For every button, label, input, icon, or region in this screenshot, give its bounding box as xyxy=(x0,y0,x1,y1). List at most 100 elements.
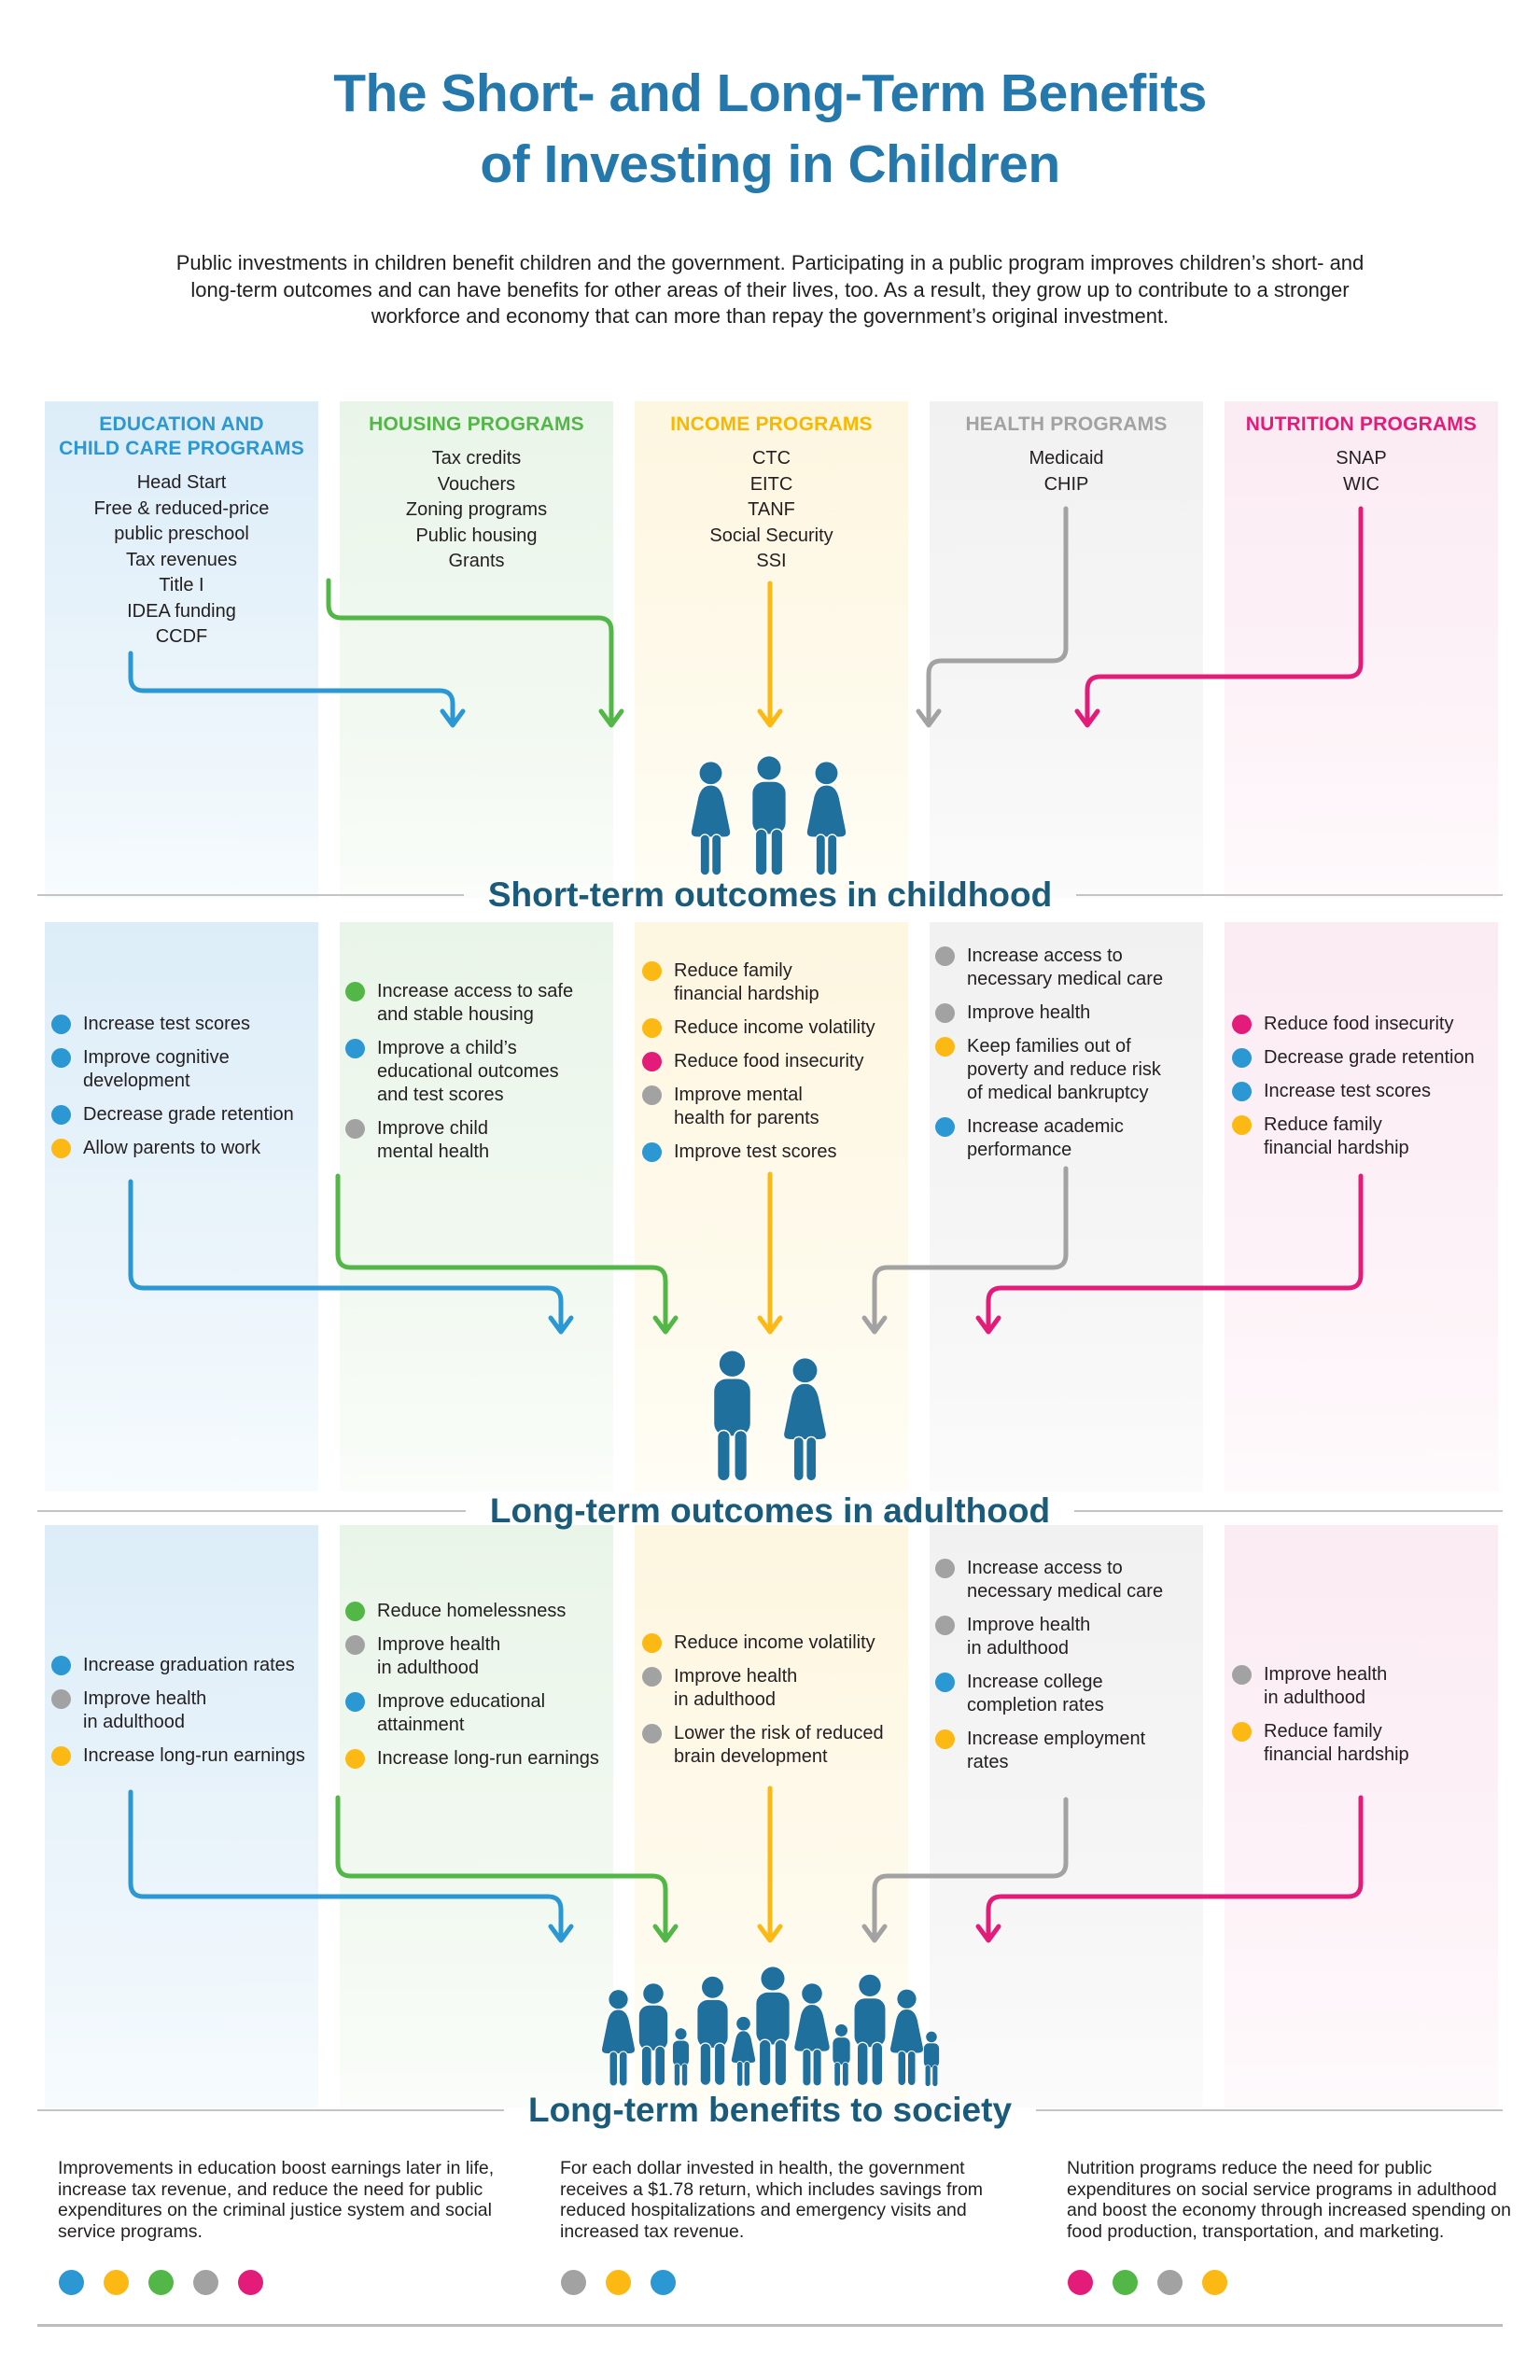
outcome-text: Lower the risk of reduced brain developm… xyxy=(674,1723,884,1767)
outcome-item: Increase test scores xyxy=(1232,1080,1531,1103)
program-item: SNAP xyxy=(1336,448,1387,469)
outcome-item: Improve test scores xyxy=(642,1141,941,1164)
divider-line xyxy=(37,1510,466,1512)
outcome-item: Increase graduation rates xyxy=(51,1654,350,1677)
society-note-nutrition: Nutrition programs reduce the need for p… xyxy=(1067,2158,1511,2242)
outcome-text: Improve health in adulthood xyxy=(83,1688,207,1732)
outcome-text: Increase college completion rates xyxy=(967,1672,1104,1715)
outcome-text: Decrease grade retention xyxy=(83,1104,294,1125)
divider-line xyxy=(1076,894,1503,896)
outcome-item: Increase long-run earnings xyxy=(51,1744,350,1768)
intro-text: Public investments in children benefit c… xyxy=(175,251,1365,328)
note-dot-icon xyxy=(1202,2270,1227,2295)
crowd-icon xyxy=(600,1966,940,2087)
program-item: Head Start xyxy=(136,472,227,493)
outcome-text: Reduce food insecurity xyxy=(1264,1014,1454,1034)
program-item: WIC xyxy=(1343,473,1379,495)
outcome-item: Increase academic performance xyxy=(935,1115,1234,1162)
bullet-dot-icon xyxy=(51,1015,71,1034)
program-item: Public housing xyxy=(415,525,538,546)
bullet-dot-icon xyxy=(345,1692,365,1712)
bullet-dot-icon xyxy=(935,1616,955,1635)
outcome-item: Decrease grade retention xyxy=(51,1103,350,1127)
bullet-dot-icon xyxy=(642,1052,662,1071)
outcome-item: Increase test scores xyxy=(51,1013,350,1036)
outcome-item: Reduce homelessness xyxy=(345,1600,644,1623)
outcome-text: Improve a child’s educational outcomes a… xyxy=(377,1038,559,1105)
outcome-item: Reduce income volatility xyxy=(642,1631,941,1655)
outcome-item: Improve health in adulthood xyxy=(642,1665,941,1712)
note-dot-icon xyxy=(561,2270,586,2295)
bullet-dot-icon xyxy=(935,1559,955,1578)
outcome-text: Improve mental health for parents xyxy=(674,1085,819,1128)
program-item: Social Security xyxy=(709,525,833,546)
short-term-heading: Short-term outcomes in childhood xyxy=(487,875,1053,914)
program-title-housing: HOUSING PROGRAMS xyxy=(369,413,584,435)
outcome-text: Improve cognitive development xyxy=(83,1047,230,1091)
outcome-text: Improve health in adulthood xyxy=(967,1615,1091,1659)
note-dots-health xyxy=(561,2270,676,2295)
bullet-dot-icon xyxy=(345,1749,365,1769)
program-item: CTC xyxy=(751,448,791,469)
divider-line xyxy=(37,894,464,896)
outcome-text: Reduce homelessness xyxy=(377,1601,567,1621)
bullet-dot-icon xyxy=(345,1119,365,1139)
bullet-dot-icon xyxy=(642,961,662,981)
outcome-item: Increase access to necessary medical car… xyxy=(935,945,1234,991)
program-item: CHIP xyxy=(1043,473,1089,495)
bullet-dot-icon xyxy=(345,1635,365,1655)
note-dot-icon xyxy=(651,2270,676,2295)
outcome-text: Reduce family financial hardship xyxy=(674,960,819,1004)
footer-divider xyxy=(37,2324,1503,2327)
program-item: Tax revenues xyxy=(126,549,237,570)
outcome-item: Improve health in adulthood xyxy=(1232,1663,1531,1710)
outcome-item: Improve mental health for parents xyxy=(642,1084,941,1130)
long-term-heading: Long-term outcomes in adulthood xyxy=(489,1491,1051,1530)
bullet-dot-icon xyxy=(51,1048,71,1068)
outcome-item: Increase access to necessary medical car… xyxy=(935,1557,1234,1603)
program-item: SSI xyxy=(756,551,787,571)
outcome-text: Increase access to safe and stable housi… xyxy=(377,981,574,1025)
outcome-text: Increase long-run earnings xyxy=(83,1745,305,1766)
outcome-item: Increase access to safe and stable housi… xyxy=(345,980,644,1027)
outcomes-short-health: Increase access to necessary medical car… xyxy=(935,945,1234,1172)
program-column-education: EDUCATION AND CHILD CARE PROGRAMS Head S… xyxy=(45,413,318,651)
bullet-dot-icon xyxy=(1232,1115,1252,1135)
bullet-dot-icon xyxy=(51,1746,71,1766)
divider-line xyxy=(37,2109,504,2111)
note-dot-icon xyxy=(1113,2270,1138,2295)
program-title-education: EDUCATION AND CHILD CARE PROGRAMS xyxy=(59,413,304,459)
bullet-dot-icon xyxy=(1232,1722,1252,1742)
program-item: Medicaid xyxy=(1029,448,1104,469)
outcome-text: Improve health in adulthood xyxy=(1264,1664,1388,1708)
outcomes-short-housing: Increase access to safe and stable housi… xyxy=(345,980,644,1174)
outcome-item: Improve health in adulthood xyxy=(935,1614,1234,1660)
note-dot-icon xyxy=(1068,2270,1093,2295)
note-dots-education xyxy=(59,2270,263,2295)
program-item: Tax credits xyxy=(431,448,522,469)
outcome-text: Increase access to necessary medical car… xyxy=(967,945,1164,989)
column-tint-nutrition-3 xyxy=(1225,1525,1498,2107)
outcome-item: Keep families out of poverty and reduce … xyxy=(935,1035,1234,1105)
outcome-text: Improve educational attainment xyxy=(377,1691,546,1735)
outcome-text: Improve health in adulthood xyxy=(377,1634,501,1678)
bullet-dot-icon xyxy=(935,1729,955,1749)
column-tint-education-3 xyxy=(45,1525,318,2107)
bullet-dot-icon xyxy=(935,1117,955,1137)
bullet-dot-icon xyxy=(51,1139,71,1158)
program-item: EITC xyxy=(749,473,793,495)
program-item: Title I xyxy=(159,575,204,595)
outcome-text: Increase test scores xyxy=(1264,1081,1431,1101)
outcome-text: Improve health xyxy=(967,1002,1091,1023)
bullet-dot-icon xyxy=(642,1667,662,1687)
outcome-item: Improve a child’s educational outcomes a… xyxy=(345,1037,644,1107)
note-dot-icon xyxy=(193,2270,218,2295)
outcome-text: Reduce family financial hardship xyxy=(1264,1721,1409,1765)
outcome-item: Lower the risk of reduced brain developm… xyxy=(642,1722,941,1769)
